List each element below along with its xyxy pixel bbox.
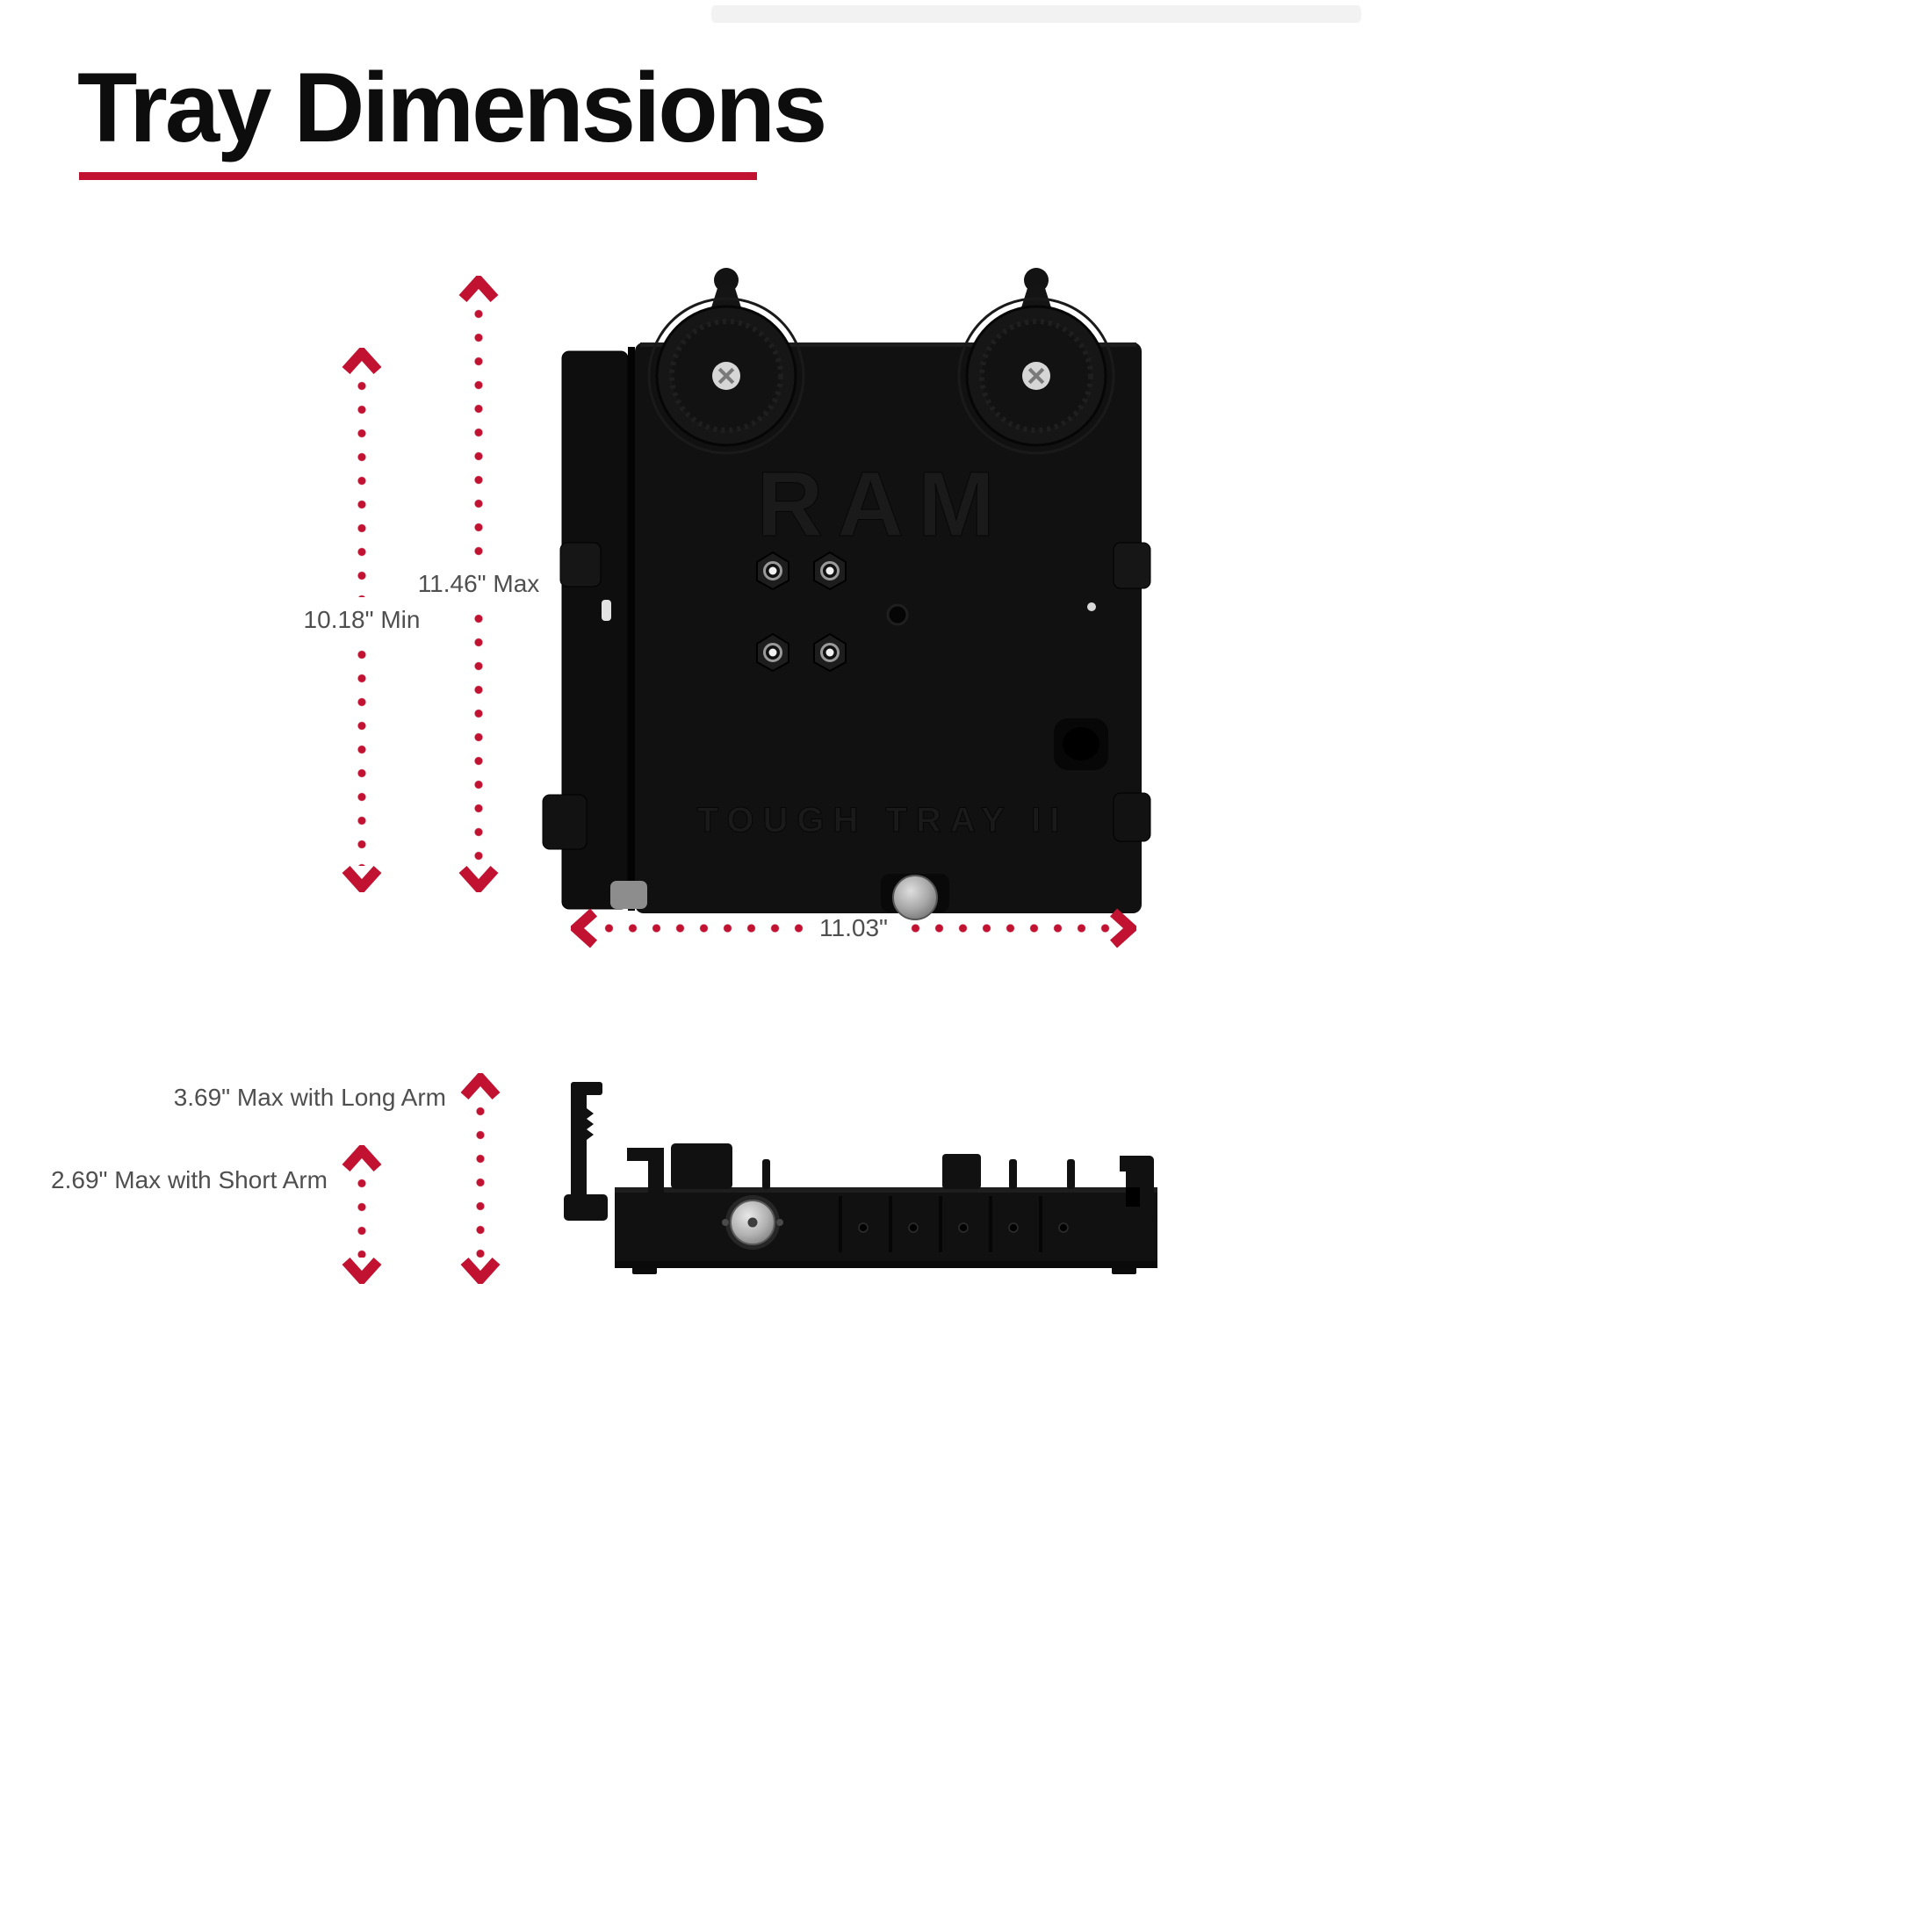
embossed-model-text: TOUGH TRAY II [697,801,1069,840]
dotted-line-horizontal [903,923,1110,934]
chevron-up-icon [460,1073,501,1099]
left-spring-detail [602,600,611,621]
tray-body [635,342,1142,913]
title-underline [79,172,757,180]
watermark-strip [711,5,1361,23]
dotted-line-vertical [475,1099,486,1258]
chevron-up-icon [342,1145,382,1171]
right-pivot-hub [957,297,1115,455]
dotted-line-vertical [473,607,484,866]
dimension-arrow-short-arm [342,1145,382,1284]
side-pin [762,1159,770,1189]
side-right-clip [1120,1156,1154,1222]
chevron-down-icon [460,1258,501,1284]
side-left-clip [627,1148,664,1208]
left-pivot-hub [647,297,805,455]
dotted-line-vertical [357,1171,367,1258]
right-side-clip [1113,542,1151,589]
right-port [1054,718,1108,770]
chevron-up-icon [458,276,499,302]
side-foot [1112,1266,1136,1274]
hinge-gap [628,347,635,911]
side-ball-knob [722,1195,783,1250]
side-base-grooves [839,1196,1042,1252]
tray-top-view-illustration: RAM [542,268,1151,920]
dimension-arrow-height-min: 10.18" Min [296,348,428,892]
dimension-arrow-height-max: 11.46" Max [413,276,544,892]
dimension-arrow-long-arm [460,1073,501,1284]
dotted-line-vertical [357,643,367,866]
center-hole-pattern [756,551,909,673]
right-pin-detail [1087,602,1096,611]
left-lower-clip [542,794,588,850]
dimension-label-short-arm: 2.69" Max with Short Arm [51,1166,328,1193]
tray-side-view-illustration [564,1082,1157,1274]
side-foot [632,1266,657,1274]
left-side-clip [559,542,602,588]
dimension-label-height-max: 11.46" Max [417,570,540,597]
dimension-arrow-width: 11.03" [571,903,1136,954]
side-mid-block [942,1154,981,1189]
side-pin [1009,1159,1017,1189]
dotted-line-vertical [473,302,484,561]
dimension-label-width: 11.03" [819,914,888,941]
chevron-down-icon [342,1258,382,1284]
hex-nut-icon [756,551,789,591]
right-lower-clip [1113,792,1151,842]
dimension-label-height-min: 10.18" Min [303,606,421,633]
hex-nut-icon [756,632,789,673]
side-base-holes [858,1222,1069,1233]
bottom-ball-mount [881,874,949,920]
side-long-arm [564,1082,608,1221]
left-foot-pad [610,881,647,909]
side-base-bar [615,1187,1157,1268]
side-base-bottom-edge [615,1261,1157,1268]
side-pin [1067,1159,1075,1189]
chevron-right-icon [1110,908,1136,948]
chevron-down-icon [342,866,382,892]
dimension-label-long-arm: 3.69" Max with Long Arm [173,1084,446,1111]
tray-top-edge-highlight [640,342,1136,347]
round-hole [886,603,909,626]
dotted-line-horizontal [597,923,804,934]
chevron-up-icon [342,348,382,374]
dotted-line-vertical [357,374,367,597]
chevron-left-icon [571,908,597,948]
chevron-down-icon [458,866,499,892]
side-base-top-edge [615,1187,1157,1193]
embossed-brand-text: RAM [756,453,1008,556]
page-title: Tray Dimensions [77,53,827,162]
hex-nut-icon [813,632,847,673]
side-left-block [671,1143,732,1189]
hex-nut-icon [813,551,847,591]
